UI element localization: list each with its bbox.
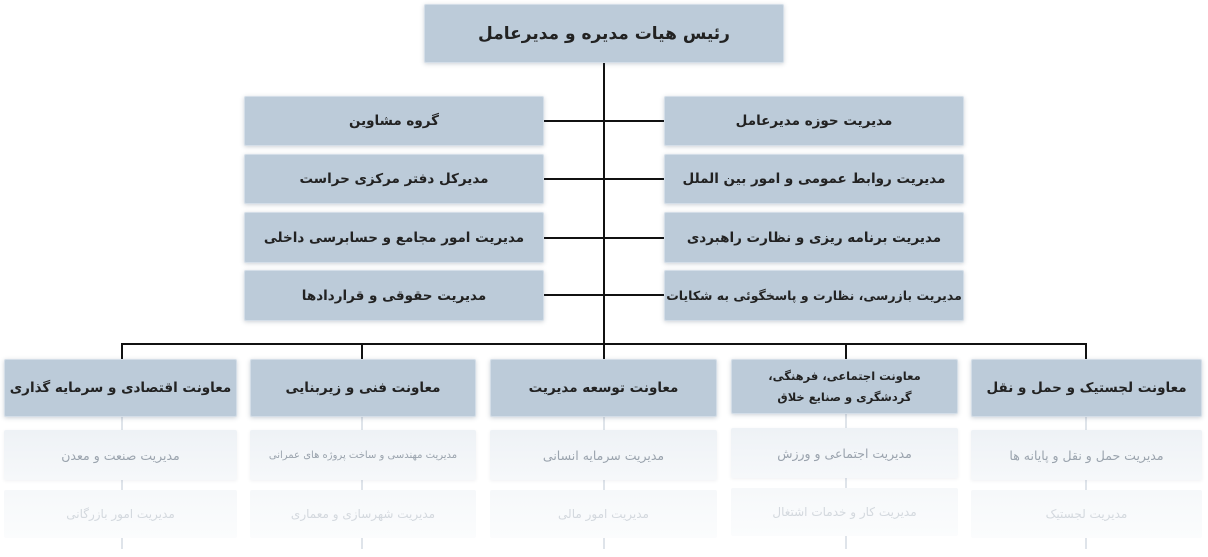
sub-box-finance: مدیریت امور مالی (490, 490, 717, 538)
connector-right-4 (604, 294, 664, 296)
deputy-social-line-1: معاونت اجتماعی، فرهنگی، (768, 368, 921, 383)
connector-right-1 (604, 120, 664, 122)
sub-box-urban-planning: مدیریت شهرسازی و معماری (250, 490, 476, 538)
faded-connector (361, 417, 363, 549)
deputy-social-line-2: گردشگری و صنایع خلاق (777, 389, 912, 404)
left-box-legal: مدیریت حقوقی و قراردادها (244, 270, 544, 321)
sub-box-engineering: مدیریت مهندسی و ساخت پروژه های عمرانی (250, 430, 476, 480)
connector-drop-3 (603, 343, 605, 360)
connector-left-2 (544, 178, 604, 180)
faded-connector (603, 417, 605, 549)
connector-drop-1 (121, 343, 123, 360)
deputy-box-logistics: معاونت لجستیک و حمل و نقل (971, 359, 1202, 417)
connector-right-3 (604, 237, 664, 239)
right-box-planning: مدیریت برنامه ریزی و نظارت راهبردی (664, 212, 964, 263)
connector-left-3 (544, 237, 604, 239)
sub-box-logistics: مدیریت لجستیک (971, 490, 1202, 538)
right-box-public-relations: مدیریت روابط عمومی و امور بین الملل (664, 154, 964, 204)
deputy-box-social: معاونت اجتماعی، فرهنگی، گردشگری و صنایع … (731, 359, 958, 414)
connector-drop-5 (1085, 343, 1087, 360)
sub-box-employment: مدیریت کار و خدمات اشتغال (731, 488, 958, 536)
right-box-inspection: مدیریت بازرسی، نظارت و پاسخگوئی به شکایا… (664, 270, 964, 321)
connector-drop-2 (361, 343, 363, 360)
faded-connector (121, 417, 123, 549)
deputy-box-development: معاونت توسعه مدیریت (490, 359, 717, 417)
connector-left-4 (544, 294, 604, 296)
connector-drop-4 (845, 343, 847, 360)
faded-connector (845, 414, 847, 549)
left-box-audit: مدیریت امور مجامع و حسابرسی داخلی (244, 212, 544, 263)
right-box-ceo-office: مدیریت حوزه مدیرعامل (664, 96, 964, 146)
deputy-box-economic: معاونت اقتصادی و سرمایه گذاری (4, 359, 237, 417)
connector-trunk (603, 63, 605, 345)
left-box-advisors: گروه مشاوین (244, 96, 544, 146)
faded-connector (1085, 417, 1087, 549)
ceo-box: رئیس هیات مدیره و مدیرعامل (424, 4, 784, 63)
sub-box-social-sports: مدیریت اجتماعی و ورزش (731, 428, 958, 478)
sub-box-human-capital: مدیریت سرمایه انسانی (490, 430, 717, 480)
left-box-security: مدیرکل دفتر مرکزی حراست (244, 154, 544, 204)
connector-right-2 (604, 178, 664, 180)
deputy-box-technical: معاونت فنی و زیربنایی (250, 359, 476, 417)
sub-box-industry: مدیریت صنعت و معدن (4, 430, 237, 480)
sub-box-transport: مدیریت حمل و نقل و پایانه ها (971, 430, 1202, 480)
sub-box-commerce: مدیریت امور بازرگانی (4, 490, 237, 538)
connector-left-1 (544, 120, 604, 122)
